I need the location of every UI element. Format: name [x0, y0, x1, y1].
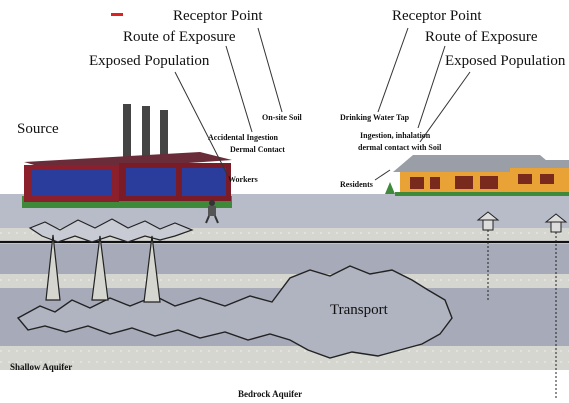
factory-window-side-2	[182, 168, 226, 196]
sand-band-middle	[0, 274, 569, 288]
right-route-of-exposure-label: Route of Exposure	[425, 29, 538, 45]
sand-band-lower	[0, 346, 569, 370]
smokestack-3	[160, 110, 168, 160]
workers-label: Workers	[228, 175, 258, 184]
right-exposed-population-label: Exposed Population	[445, 53, 566, 69]
left-exposed-population-label: Exposed Population	[89, 53, 210, 69]
dermal-contact-label: Dermal Contact	[230, 145, 285, 154]
migration-cone-3	[143, 235, 161, 303]
factory-window-front	[32, 170, 112, 196]
dermal-contact-soil-label: dermal contact with Soil	[358, 143, 442, 152]
well-2	[544, 213, 568, 400]
left-route-of-exposure-label: Route of Exposure	[123, 29, 236, 45]
shallow-aquifer-label: Shallow Aquifer	[10, 362, 73, 372]
residential-house	[385, 155, 569, 196]
smokestack-1	[123, 104, 131, 160]
worker-figure	[205, 200, 219, 224]
well-1	[476, 211, 500, 300]
factory-window-side	[126, 168, 176, 196]
ingestion-inhalation-label: Ingestion, inhalation	[360, 131, 431, 140]
drinking-water-tap-label: Drinking Water Tap	[340, 113, 410, 122]
bedrock-aquifer-label: Bedrock Aquifer	[238, 389, 303, 399]
transport-label: Transport	[330, 302, 388, 318]
shallow-aquifer-layer	[0, 244, 569, 274]
bedrock-layer	[0, 370, 569, 403]
on-site-soil-label: On-site Soil	[262, 113, 302, 122]
accidental-ingestion-label: Accidental Ingestion	[208, 133, 278, 142]
right-receptor-point-label: Receptor Point	[392, 8, 482, 24]
migration-cone-1	[45, 234, 61, 301]
source-label: Source	[17, 121, 59, 137]
left-receptor-point-label: Receptor Point	[173, 8, 263, 24]
leader-lines	[174, 27, 471, 181]
smokestack-2	[142, 106, 150, 160]
red-marker	[111, 13, 123, 16]
residents-label: Residents	[340, 180, 373, 189]
migration-cone-2	[91, 235, 109, 301]
